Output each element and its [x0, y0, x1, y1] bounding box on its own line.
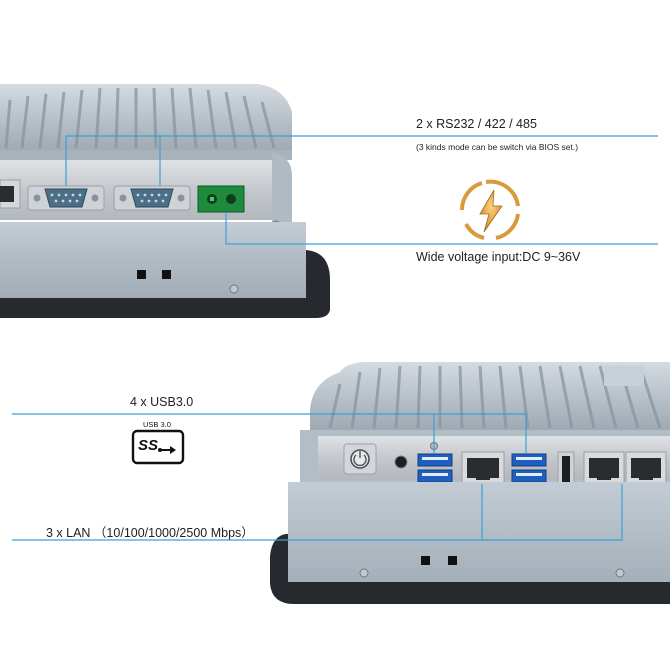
- lan-port-3: [625, 451, 667, 485]
- callout-line-lan: [12, 484, 623, 541]
- usb-title: 4 x USB3.0: [130, 395, 194, 409]
- callout-line-serial: [65, 135, 658, 186]
- usb3-logo: [131, 429, 185, 465]
- top-device: [0, 84, 330, 318]
- power-input-title: Wide voltage input:DC 9~36V: [416, 250, 581, 264]
- top-heatsink: [0, 84, 292, 160]
- top-lan-port-partial: [0, 179, 21, 209]
- usb-ports-pair-1: [417, 453, 453, 483]
- lan-port-1: [461, 451, 505, 485]
- callout-lines: [12, 135, 658, 541]
- usb-logo-text: SS: [138, 437, 159, 454]
- db9-port-2: [113, 185, 191, 211]
- hdmi-port: [557, 451, 575, 487]
- serial-ports-note: (3 kinds mode can be switch via BIOS set…: [416, 142, 579, 152]
- usb-logo-caption: USB 3.0: [143, 420, 171, 429]
- dc-terminal-block: [197, 185, 245, 213]
- lan-port-2: [583, 451, 625, 485]
- callout-line-power: [225, 212, 658, 245]
- serial-ports-title: 2 x RS232 / 422 / 485: [416, 117, 537, 131]
- bottom-device: [270, 362, 670, 604]
- audio-jack: [394, 455, 408, 469]
- lan-title: 3 x LAN （10/100/1000/2500 Mbps）: [46, 526, 254, 540]
- power-button: [343, 443, 377, 475]
- usb-ports-pair-2: [511, 453, 547, 483]
- power-lightning-icon: [459, 179, 520, 240]
- db9-port-1: [27, 185, 105, 211]
- bottom-chassis-body: [288, 482, 670, 582]
